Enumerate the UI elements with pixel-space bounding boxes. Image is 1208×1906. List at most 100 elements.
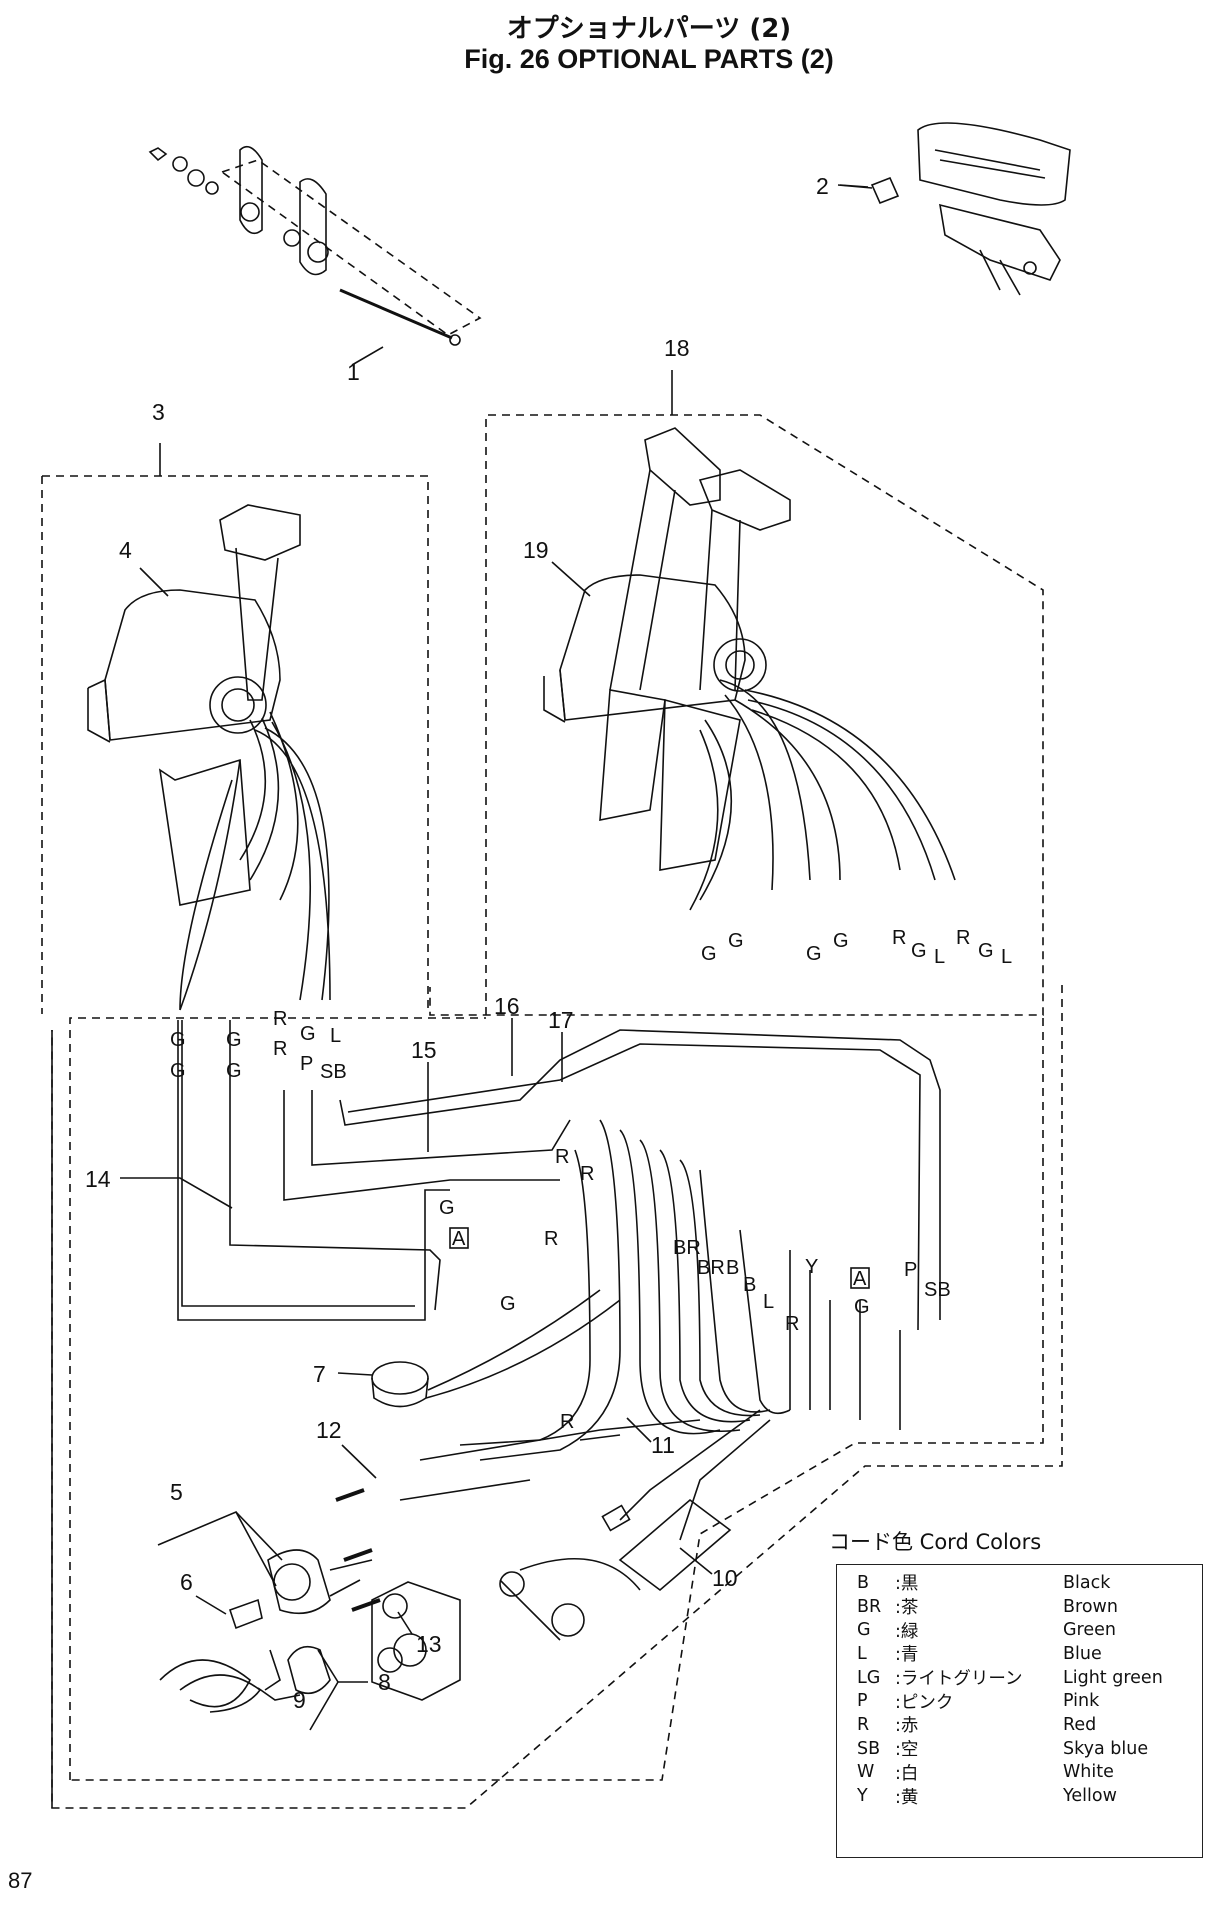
legend-jp: :黒 <box>895 1574 919 1595</box>
page-title-jp: オプショナルパーツ (2) <box>506 14 792 44</box>
mounting-hardware-drawing <box>148 145 482 366</box>
single-lever-remote-control-drawing <box>87 504 331 1011</box>
wire-label: P <box>904 1259 917 1281</box>
legend-en: Brown <box>1063 1596 1118 1617</box>
legend-code: LG <box>857 1667 881 1688</box>
legend-row: Y :黄 Yellow <box>857 1784 1202 1808</box>
wire-label: G <box>226 1060 242 1082</box>
legend-en: Pink <box>1063 1691 1100 1712</box>
wire-label: Y <box>805 1256 818 1278</box>
legend-en: Red <box>1063 1714 1097 1735</box>
wire-label: G <box>701 943 717 965</box>
callout-10: 10 <box>712 1565 738 1591</box>
legend-jp: :ピンク <box>895 1692 954 1713</box>
connector-a-markers: A A <box>449 1227 870 1290</box>
page-title-en: Fig. 26 OPTIONAL PARTS (2) <box>464 44 834 74</box>
legend-jp: :空 <box>895 1740 919 1761</box>
wire-label: G <box>500 1293 516 1315</box>
engine-bracket-drawing <box>837 122 1071 296</box>
legend-en: White <box>1063 1762 1114 1783</box>
wire-label: R <box>544 1228 558 1250</box>
wire-label: R <box>555 1146 569 1168</box>
callouts: 1 2 3 4 5 6 7 8 9 10 11 12 13 14 15 16 1… <box>85 173 869 1731</box>
legend-code: G <box>857 1620 871 1641</box>
legend-jp: :黄 <box>895 1787 919 1808</box>
legend-jp: :青 <box>895 1645 919 1666</box>
dual-lever-remote-control-drawing <box>543 427 956 911</box>
legend-title: コード色 Cord Colors <box>829 1530 1042 1554</box>
wire-label: R <box>892 927 906 949</box>
callout-17: 17 <box>548 1007 574 1033</box>
legend-code: P <box>857 1691 868 1712</box>
legend-code: SB <box>857 1738 881 1759</box>
page-number: 87 <box>8 1868 33 1893</box>
wire-label: G <box>170 1060 186 1082</box>
legend-code: Y <box>857 1786 868 1807</box>
legend-jp: :緑 <box>895 1621 919 1642</box>
wire-label: L <box>763 1291 774 1313</box>
wire-label: G <box>833 930 849 952</box>
legend-code: W <box>857 1762 875 1783</box>
callout-16: 16 <box>494 993 520 1019</box>
legend-row: L :青 Blue <box>857 1642 1202 1666</box>
wire-label: SB <box>320 1061 347 1083</box>
callout-9: 9 <box>293 1687 306 1713</box>
connector-a-label: A <box>452 1228 466 1250</box>
callout-8: 8 <box>378 1669 391 1695</box>
wire-label: L <box>1001 946 1012 968</box>
wire-label: BR <box>697 1257 725 1279</box>
wire-label: R <box>560 1411 574 1433</box>
legend-row: G :緑 Green <box>857 1618 1202 1642</box>
wire-label: P <box>300 1053 313 1075</box>
callout-18: 18 <box>664 335 690 361</box>
callout-4: 4 <box>119 537 132 563</box>
wire-labels-left: G G R G L G G R P SB <box>170 1008 347 1083</box>
legend-jp: :赤 <box>895 1716 919 1737</box>
wire-labels-harness: G R R R BR BR B B L R Y P SB G G R <box>439 1146 951 1433</box>
legend-row: P :ピンク Pink <box>857 1689 1202 1713</box>
wiring-harness-drawing <box>177 1020 941 1641</box>
legend-code: R <box>857 1714 870 1735</box>
legend-jp: :茶 <box>895 1598 919 1619</box>
legend-row: BR :茶 Brown <box>857 1595 1202 1619</box>
callout-13: 13 <box>416 1631 442 1657</box>
wire-label: G <box>226 1029 242 1051</box>
wire-label: B <box>743 1274 756 1296</box>
wire-label: B <box>726 1257 739 1279</box>
callout-15: 15 <box>411 1037 437 1063</box>
legend-en: Yellow <box>1063 1786 1117 1807</box>
wire-label: R <box>580 1163 594 1185</box>
wire-label: L <box>330 1025 341 1047</box>
callout-5: 5 <box>170 1479 183 1505</box>
wire-label: G <box>439 1197 455 1219</box>
wire-label: G <box>978 940 994 962</box>
wire-label: SB <box>924 1279 951 1301</box>
wire-labels-right: G G G G R G L R G L <box>701 927 1012 968</box>
callout-19: 19 <box>523 537 549 563</box>
callout-1: 1 <box>347 359 360 385</box>
callout-7: 7 <box>313 1361 326 1387</box>
wire-label: G <box>170 1029 186 1051</box>
legend-code: L <box>857 1643 867 1664</box>
legend-jp: :白 <box>895 1763 919 1784</box>
legend-en: Blue <box>1063 1643 1102 1664</box>
legend-en: Green <box>1063 1620 1116 1641</box>
wire-label: BR <box>673 1237 701 1259</box>
callout-14: 14 <box>85 1166 111 1192</box>
callout-6: 6 <box>180 1569 193 1595</box>
legend-en: Light green <box>1063 1667 1163 1688</box>
legend-code: BR <box>857 1596 882 1617</box>
wire-label: R <box>273 1008 287 1030</box>
legend-row: SB :空 Skya blue <box>857 1737 1202 1761</box>
wire-label: R <box>956 927 970 949</box>
wire-label: L <box>934 946 945 968</box>
wire-label: R <box>273 1038 287 1060</box>
legend-en: Black <box>1063 1572 1111 1593</box>
wire-label: G <box>911 940 927 962</box>
legend-row: R :赤 Red <box>857 1713 1202 1737</box>
legend-en: Skya blue <box>1063 1738 1149 1759</box>
